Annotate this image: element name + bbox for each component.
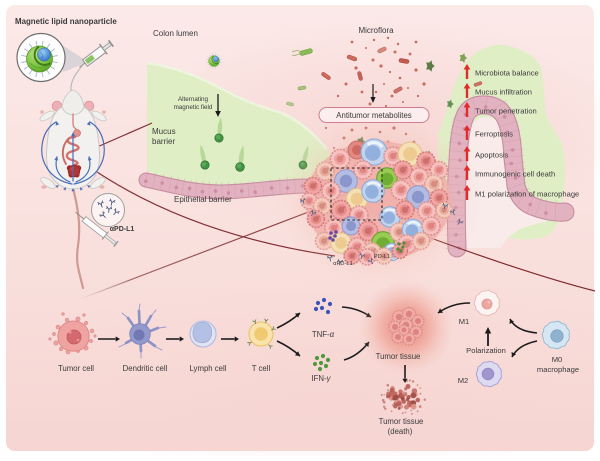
svg-text:barrier: barrier bbox=[152, 137, 175, 146]
svg-text:Microbiota balance: Microbiota balance bbox=[475, 69, 539, 78]
svg-text:Epithelial barrier: Epithelial barrier bbox=[174, 195, 232, 204]
svg-text:IFN-γ: IFN-γ bbox=[311, 374, 331, 383]
svg-text:Mucus infiltration: Mucus infiltration bbox=[475, 88, 532, 97]
svg-text:M1: M1 bbox=[459, 317, 470, 326]
svg-text:Microflora: Microflora bbox=[358, 26, 394, 35]
svg-text:Mucus: Mucus bbox=[152, 127, 176, 136]
svg-text:Alternating: Alternating bbox=[178, 96, 209, 103]
svg-text:Tumor cell: Tumor cell bbox=[58, 364, 94, 373]
svg-text:Lymph cell: Lymph cell bbox=[190, 364, 227, 373]
svg-text:αPD-L1: αPD-L1 bbox=[110, 226, 135, 233]
svg-text:Tumor tissue: Tumor tissue bbox=[376, 352, 421, 361]
svg-text:Apoptosis: Apoptosis bbox=[475, 151, 509, 160]
svg-text:Tumor penetration: Tumor penetration bbox=[475, 107, 537, 116]
svg-text:Magnetic lipid nanoparticle: Magnetic lipid nanoparticle bbox=[15, 17, 117, 26]
svg-text:Polarization: Polarization bbox=[466, 346, 506, 355]
svg-text:Ferroptosis: Ferroptosis bbox=[475, 130, 513, 139]
svg-text:M1 polarization of macrophage: M1 polarization of macrophage bbox=[475, 190, 579, 199]
svg-text:Colon lumen: Colon lumen bbox=[153, 29, 198, 38]
svg-text:Tumor tissue: Tumor tissue bbox=[379, 417, 424, 426]
svg-text:magnetic field: magnetic field bbox=[174, 104, 213, 111]
svg-text:macrophage: macrophage bbox=[537, 365, 579, 374]
svg-text:Antitumor metabolites: Antitumor metabolites bbox=[336, 111, 412, 120]
svg-text:M2: M2 bbox=[458, 376, 469, 385]
svg-text:Immunogenic cell death: Immunogenic cell death bbox=[475, 170, 555, 179]
svg-text:TNF-α: TNF-α bbox=[312, 330, 335, 339]
svg-text:Dendritic cell: Dendritic cell bbox=[123, 364, 168, 373]
svg-text:T cell: T cell bbox=[252, 364, 271, 373]
svg-text:αPD-L1: αPD-L1 bbox=[333, 261, 353, 267]
svg-text:M0: M0 bbox=[552, 355, 563, 364]
svg-text:(death): (death) bbox=[388, 427, 413, 436]
svg-text:PD-L1: PD-L1 bbox=[374, 254, 390, 260]
